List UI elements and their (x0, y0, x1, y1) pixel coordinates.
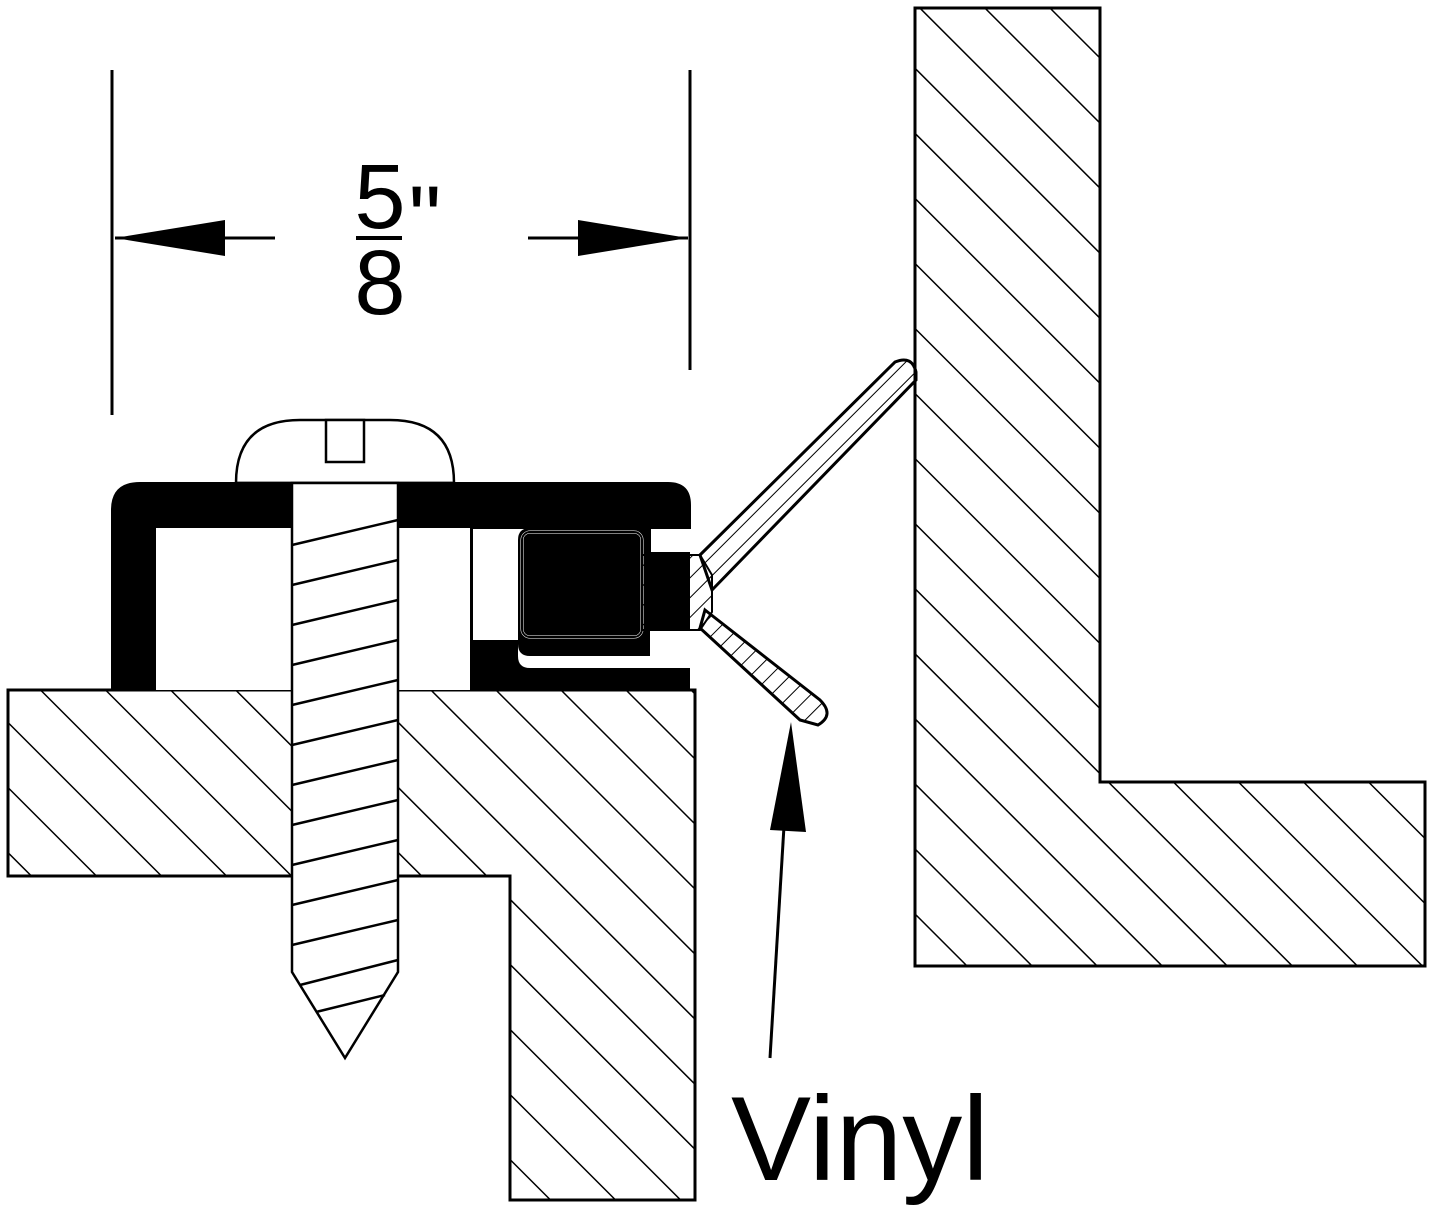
dimension-arrow-left (115, 220, 275, 256)
vinyl-upper-fin (698, 358, 918, 593)
dimension-denominator: 8 (354, 232, 405, 334)
vinyl-lower-fin (698, 607, 829, 727)
right-structure-section (913, 6, 1427, 968)
screw-slot (324, 418, 366, 464)
dimension-numerator: 5 (354, 146, 405, 248)
vinyl-bulb (520, 530, 644, 639)
vinyl-callout-arrow (768, 722, 806, 1059)
screw-threads (291, 518, 399, 1014)
retainer-mid-cavity (398, 528, 470, 690)
dimension-inch-mark: " (409, 168, 442, 270)
left-structure-section (6, 688, 697, 1202)
screw-shank (290, 481, 400, 1061)
retainer-left-cavity (156, 528, 291, 690)
retainer-bottom-lip (472, 640, 690, 690)
vinyl-callout-label: Vinyl (731, 1072, 989, 1206)
dimension-arrow-right (528, 220, 688, 256)
